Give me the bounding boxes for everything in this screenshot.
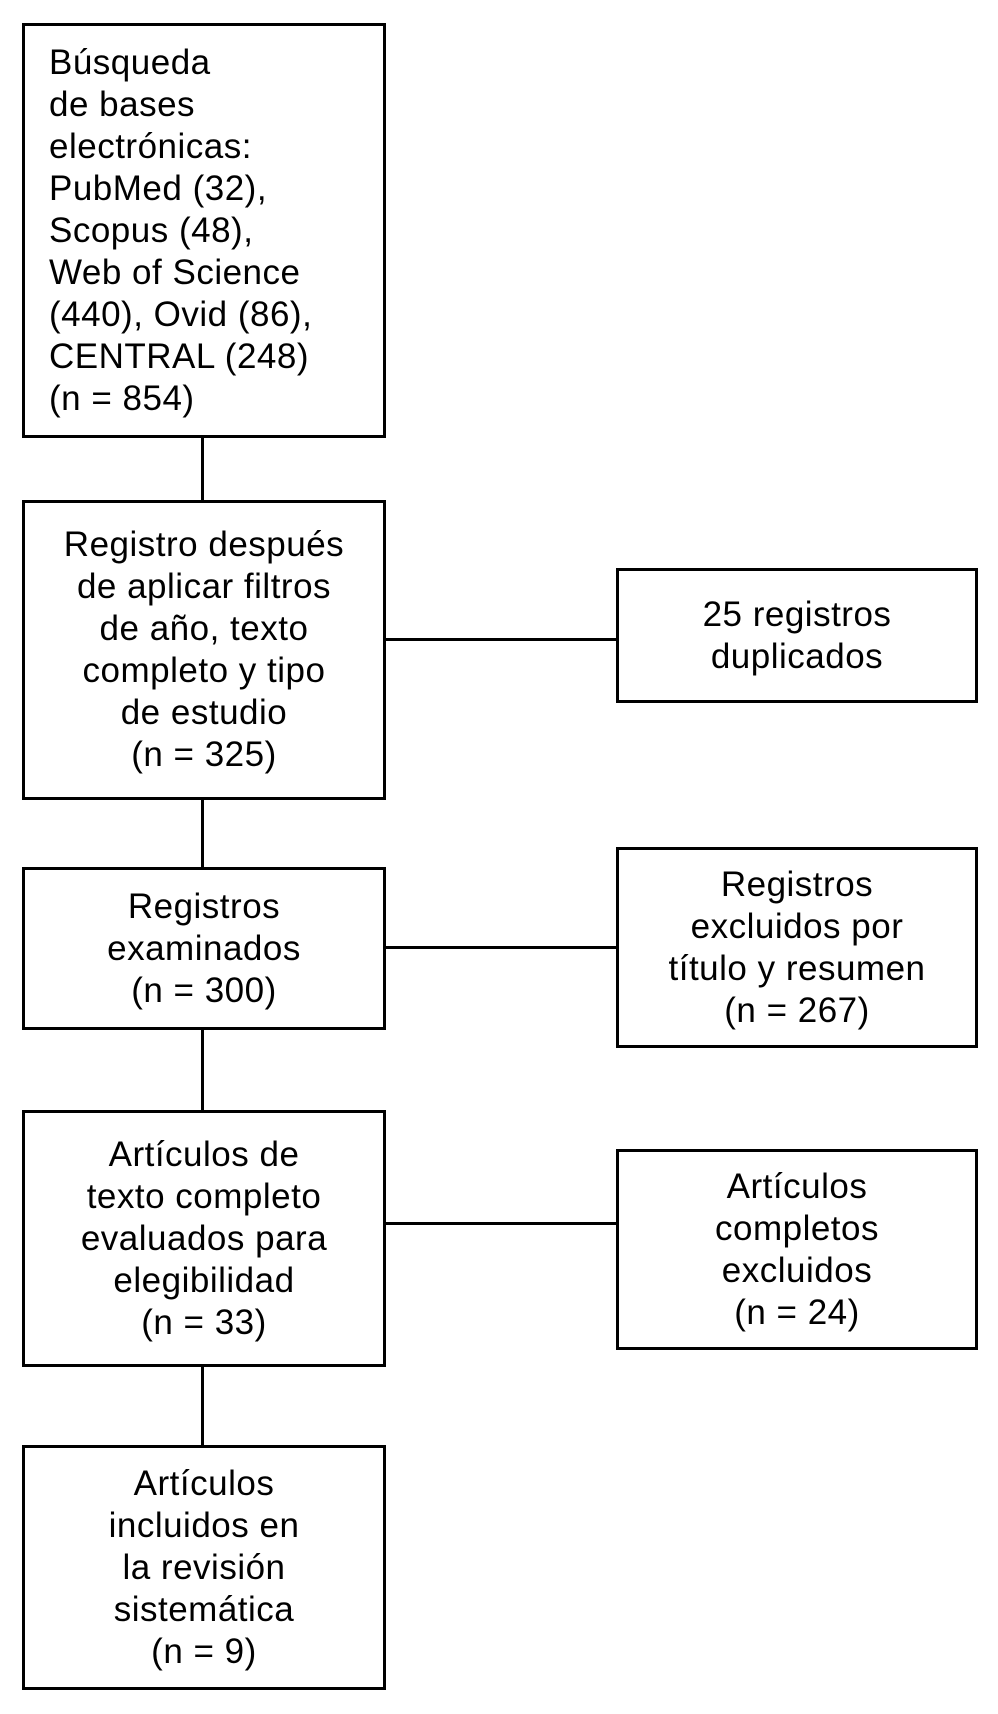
flow-box-included-studies-label: Artículos incluidos en la revisión siste… [108,1463,300,1671]
flow-box-database-search-label: Búsqueda de bases electrónicas: PubMed (… [49,42,313,418]
exclusion-box-duplicates: 25 registros duplicados [616,568,978,703]
exclusion-box-title-abstract: Registros excluidos por título y resumen… [616,847,978,1048]
connector-screened-to-fulltext-line [201,1030,204,1110]
exclusion-box-duplicates-label: 25 registros duplicados [702,594,892,676]
connector-fulltext-to-included-line [201,1367,204,1445]
flow-box-after-filters-label: Registro después de aplicar filtros de a… [63,525,345,774]
flow-box-records-screened: Registros examinados (n = 300) [22,867,386,1030]
connector-filtered-to-duplicates-line [386,638,616,641]
connector-filtered-to-screened-line [201,800,204,867]
exclusion-box-fulltext-excluded-label: Artículos completos excluidos (n = 24) [714,1166,880,1332]
connector-search-to-filtered-line [201,438,204,500]
connector-fulltext-to-excluded-line [386,1222,616,1225]
exclusion-box-title-abstract-label: Registros excluidos por título y resumen… [668,864,926,1030]
flow-box-fulltext-assessed-label: Artículos de texto completo evaluados pa… [80,1134,328,1342]
flow-box-records-screened-label: Registros examinados (n = 300) [107,886,301,1010]
flow-box-database-search: Búsqueda de bases electrónicas: PubMed (… [22,23,386,438]
flow-box-fulltext-assessed: Artículos de texto completo evaluados pa… [22,1110,386,1367]
exclusion-box-fulltext-excluded: Artículos completos excluidos (n = 24) [616,1149,978,1350]
flow-box-included-studies: Artículos incluidos en la revisión siste… [22,1445,386,1690]
connector-screened-to-title-abstract-line [386,946,616,949]
flow-box-after-filters: Registro después de aplicar filtros de a… [22,500,386,800]
